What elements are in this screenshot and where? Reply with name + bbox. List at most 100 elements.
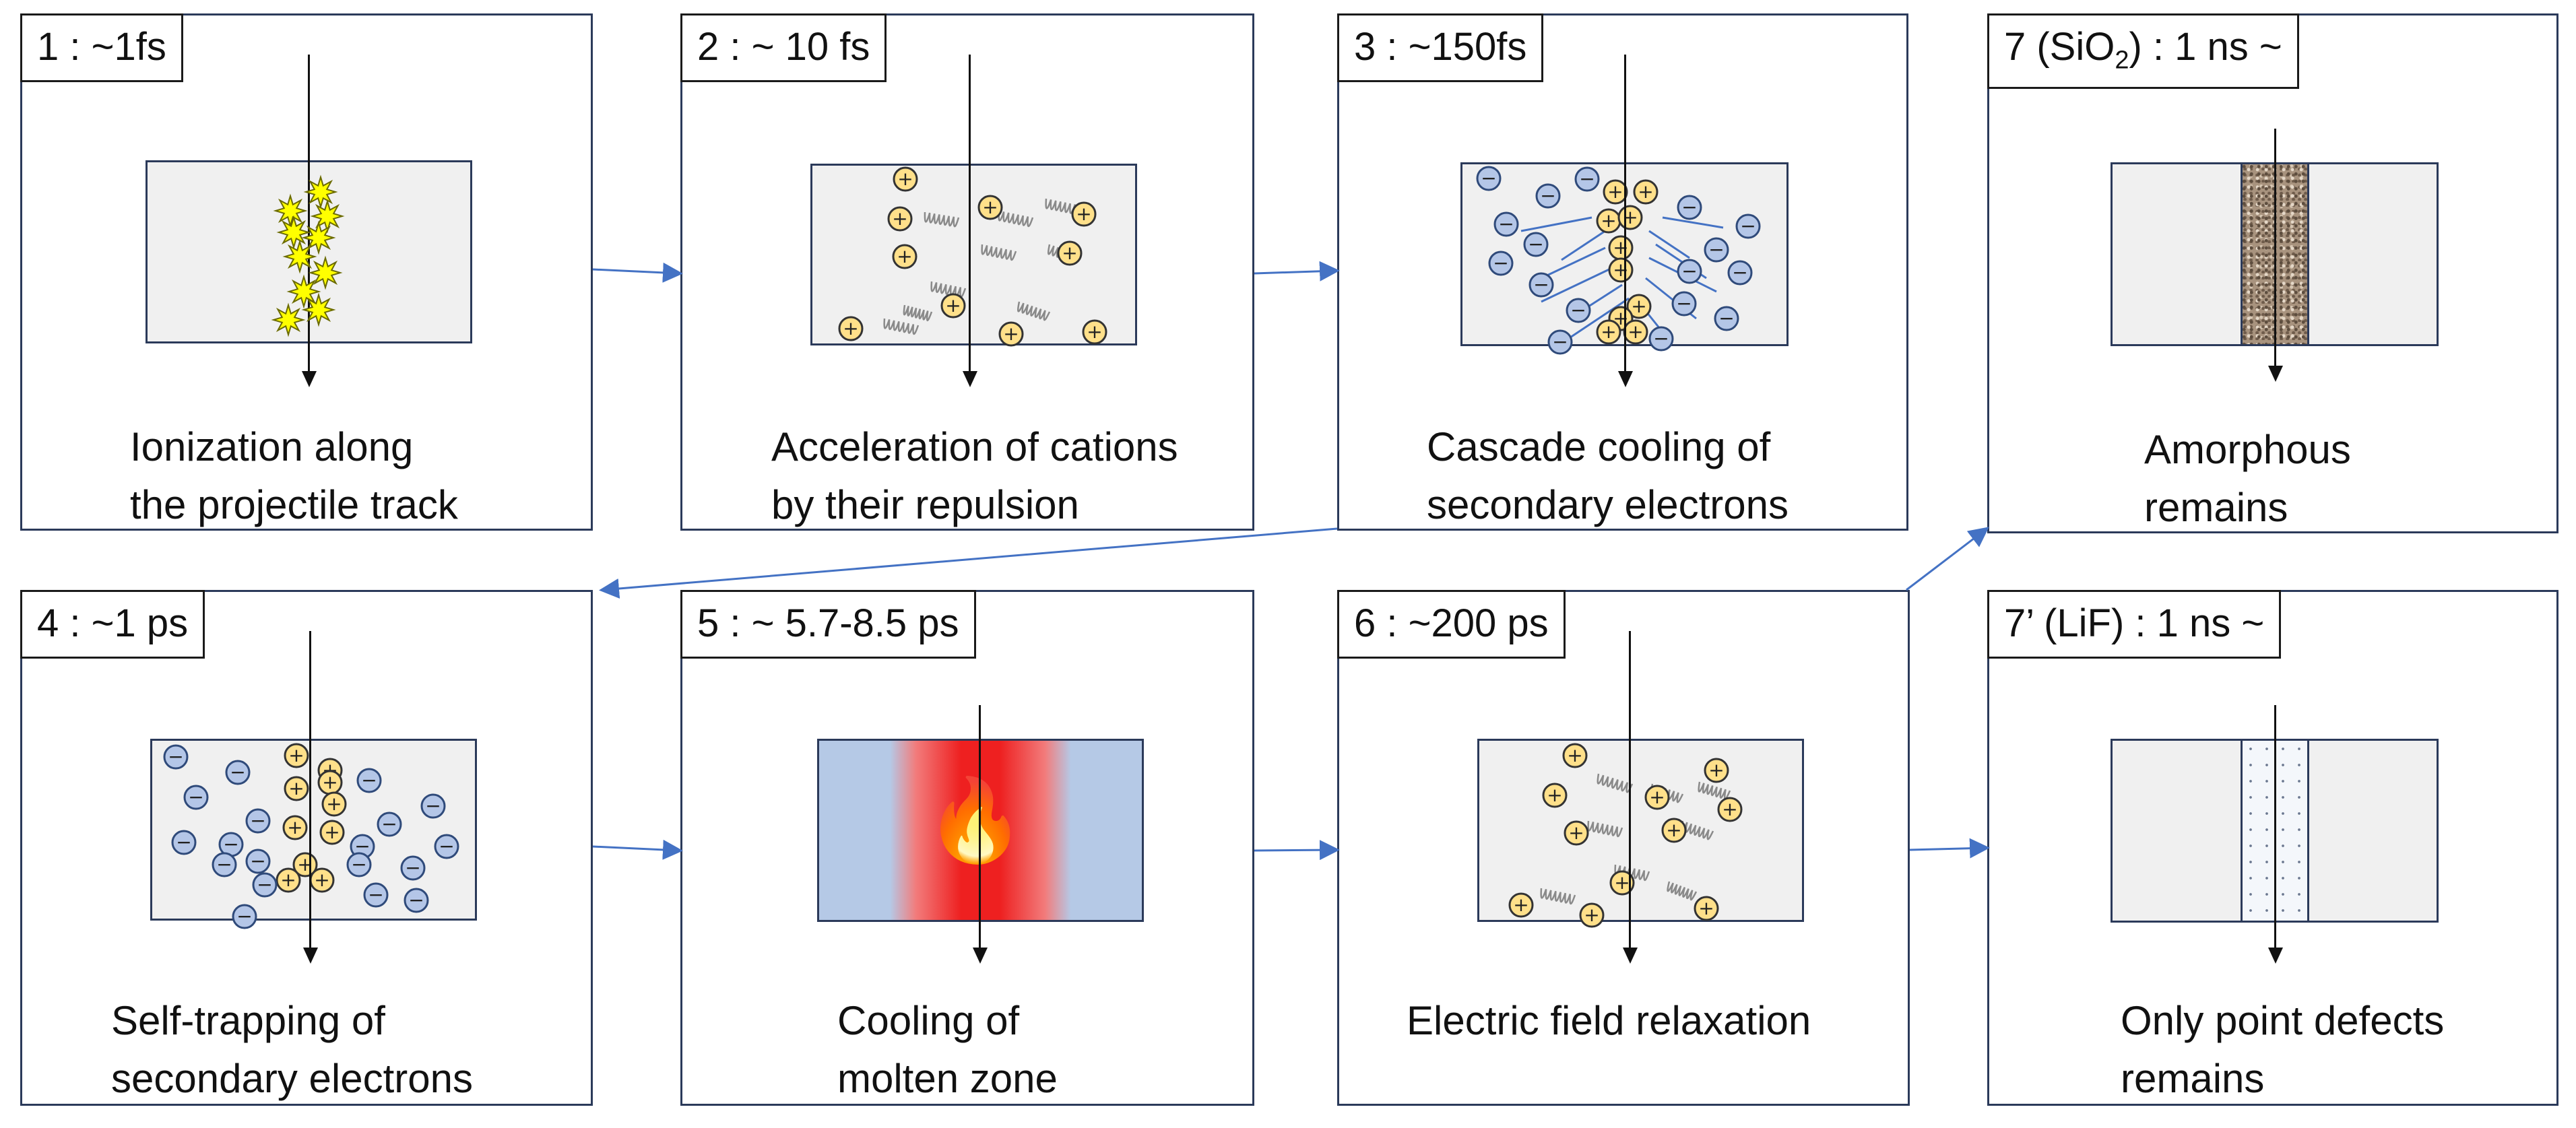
cation: + <box>276 867 301 893</box>
panel-7-lif-time-label: 7’ (LiF) : 1 ns ~ <box>1987 590 2282 659</box>
electron-trajectory <box>1541 246 1606 279</box>
electron: − <box>404 888 429 913</box>
electron: − <box>377 811 402 837</box>
svg-text:+: + <box>1614 871 1630 894</box>
arrow-6-to-7-lif <box>1909 838 1990 859</box>
cation: + <box>1071 201 1097 227</box>
panel-5-caption-line-1: Cooling of <box>837 998 1020 1043</box>
cation: + <box>1596 319 1621 345</box>
electron: − <box>1714 306 1739 331</box>
svg-text:+: + <box>1547 784 1562 806</box>
electron: − <box>183 785 209 810</box>
svg-text:+: + <box>326 793 342 815</box>
electron: − <box>1566 298 1591 323</box>
panel-2-track-arrowhead <box>963 371 977 387</box>
panel-4-caption-line-2: secondary electrons <box>111 1056 473 1101</box>
panel-7-sio2-caption-line-1: Amorphous <box>2144 427 2351 472</box>
panel-1-ionization-sparks <box>271 174 345 337</box>
svg-text:−: − <box>354 835 370 857</box>
relaxed-spring <box>1597 773 1634 793</box>
svg-text:+: + <box>945 294 961 317</box>
panel-7-lif-caption-line-2: remains <box>2121 1056 2265 1101</box>
panel-7-label-rest: ) : 1 ns ~ <box>2129 25 2282 69</box>
electron-trajectory <box>1541 267 1613 303</box>
svg-text:+: + <box>1607 180 1623 203</box>
svg-text:−: − <box>223 833 238 855</box>
panel-3-caption: Cascade cooling of secondary electrons <box>1427 418 1789 534</box>
repulsion-spring <box>981 244 1017 261</box>
panel-7-sio2-caption-line-2: remains <box>2144 485 2288 530</box>
cation: + <box>1082 319 1107 345</box>
panel-2-time-label: 2 : ~ 10 fs <box>680 13 887 82</box>
relaxed-spring <box>1681 820 1714 840</box>
cation: + <box>1623 319 1648 345</box>
electron-trajectory <box>1568 297 1630 340</box>
electron-trajectory <box>1662 216 1724 229</box>
cation: + <box>1542 783 1568 808</box>
cation: + <box>317 770 343 795</box>
cation: + <box>1644 785 1670 810</box>
svg-text:+: + <box>1601 209 1616 232</box>
panel-1-time-label: 1 : ~1fs <box>20 13 183 82</box>
panel-5: 5 : ~ 5.7-8.5 ps 🔥 Cooling of molten zon… <box>680 590 1254 1106</box>
electron: − <box>1535 183 1561 209</box>
svg-text:+: + <box>287 816 302 838</box>
repulsion-spring <box>924 211 960 228</box>
svg-text:−: − <box>1653 327 1669 350</box>
svg-text:−: − <box>230 761 245 783</box>
cation: + <box>309 867 335 893</box>
electron: − <box>346 852 372 877</box>
ionization-spark <box>282 239 317 274</box>
cation: + <box>998 321 1024 347</box>
panel-6-time-label: 6 : ~200 ps <box>1337 590 1566 659</box>
panel-7-lif-caption-line-1: Only point defects <box>2121 998 2445 1043</box>
svg-text:+: + <box>1628 321 1643 343</box>
repulsion-spring <box>998 210 1034 228</box>
cation: + <box>893 166 918 192</box>
svg-text:+: + <box>1649 786 1665 808</box>
electron: − <box>350 834 375 859</box>
panel-2-projectile-track <box>969 55 971 371</box>
svg-text:+: + <box>314 869 329 891</box>
cation: + <box>1661 818 1687 843</box>
panel-3-caption-line-2: secondary electrons <box>1427 482 1789 527</box>
electron: − <box>1523 232 1549 257</box>
svg-text:−: − <box>216 853 232 875</box>
electron-trajectory <box>1520 216 1592 232</box>
svg-text:+: + <box>1722 798 1737 820</box>
ionization-spark <box>303 174 338 209</box>
electron: − <box>163 744 189 770</box>
svg-text:−: − <box>1681 196 1697 218</box>
electron: − <box>1476 166 1502 191</box>
panel-4-projectile-track <box>309 631 311 948</box>
panel-7-sio2-projectile-track <box>2274 129 2276 366</box>
svg-text:−: − <box>1570 299 1586 321</box>
panel-5-caption-line-2: molten zone <box>837 1056 1058 1101</box>
svg-text:+: + <box>280 869 296 891</box>
svg-text:−: − <box>439 835 454 857</box>
flame-icon: 🔥 <box>925 774 1026 867</box>
panel-2-caption: Acceleration of cations by their repulsi… <box>771 418 1178 534</box>
svg-text:+: + <box>1087 321 1102 343</box>
panel-4: 4 : ~1 ps ++++++++++−−−−−−−−−−−−−−−−−−− … <box>20 590 593 1106</box>
svg-text:+: + <box>982 196 998 218</box>
svg-text:+: + <box>1568 822 1584 844</box>
panel-2-caption-line-2: by their repulsion <box>771 482 1079 527</box>
cation: + <box>940 293 966 319</box>
panel-4-time-label: 4 : ~1 ps <box>20 590 205 659</box>
panel-1: 1 : ~1fs Ionization along the projectile… <box>20 13 593 531</box>
panel-1-caption-line-2: the projectile track <box>130 482 458 527</box>
svg-text:−: − <box>1732 261 1747 284</box>
svg-text:+: + <box>1666 819 1681 841</box>
svg-text:−: − <box>1676 292 1692 314</box>
cation: + <box>892 244 917 269</box>
electron: − <box>1677 259 1702 284</box>
svg-text:−: − <box>250 809 265 832</box>
svg-text:−: − <box>168 745 183 768</box>
svg-text:−: − <box>257 873 272 896</box>
panel-3-projectile-track <box>1624 55 1626 371</box>
svg-text:−: − <box>1528 233 1543 255</box>
electron: − <box>1547 329 1573 355</box>
arrow-4-to-5 <box>592 839 683 860</box>
cation: + <box>887 206 913 232</box>
